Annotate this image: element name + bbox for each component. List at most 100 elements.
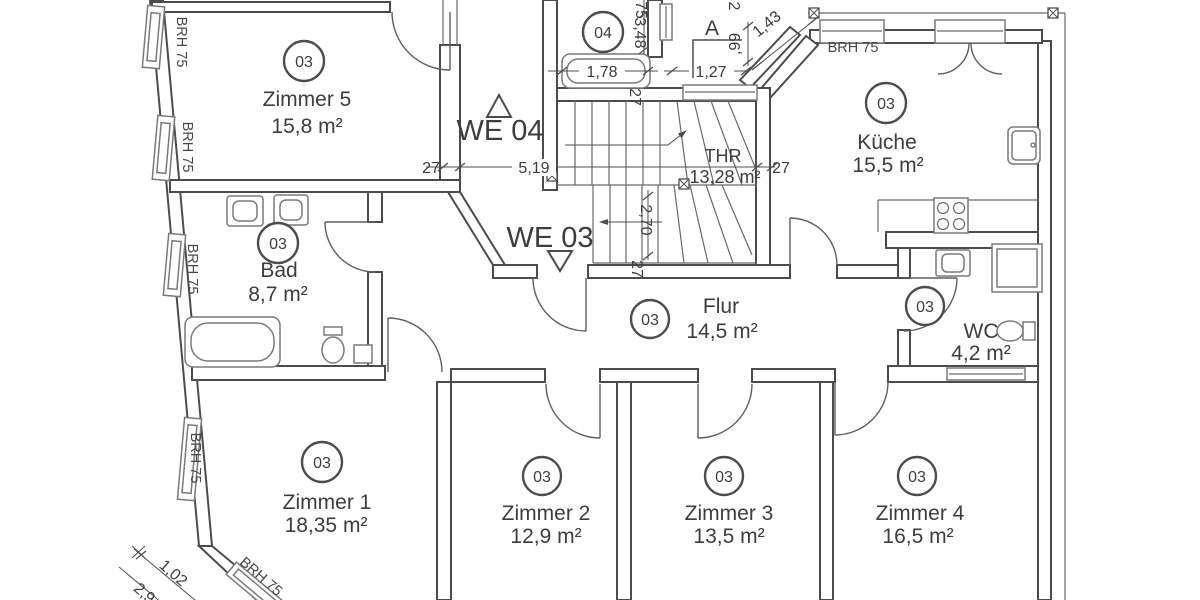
dim-label: 1,78: [586, 64, 617, 81]
stair-treads: [574, 100, 758, 264]
room-label-wc: 03 WC 4,2 m²: [904, 285, 1011, 365]
door-frame-icon: [442, 0, 458, 45]
triangle-down-icon: [546, 250, 574, 273]
room-name: Zimmer 2: [502, 502, 591, 525]
stair-direction-arrow: [565, 130, 687, 146]
room-name: Küche: [857, 131, 917, 154]
dim-label: 1,43: [750, 8, 785, 41]
dim-label: 1,02: [156, 557, 191, 590]
unit-badge: [282, 39, 326, 83]
room-area: 13,5 m²: [693, 525, 764, 548]
wall: [191, 365, 386, 381]
wall: [1037, 40, 1052, 600]
unit-badge: [581, 10, 625, 54]
wall: [492, 264, 538, 279]
room-label-kueche: 03 Küche 15,5 m²: [852, 81, 924, 177]
entrance-door-icon: [682, 84, 758, 101]
unit-badge-number: 03: [908, 469, 926, 486]
door-swing-icon: [391, 11, 451, 71]
wall: [151, 1, 391, 13]
unit-badge-number: 03: [877, 96, 895, 113]
wall: [587, 264, 791, 279]
room-label-we04-bad: 04: [581, 10, 625, 54]
room-name: Zimmer 5: [263, 88, 352, 111]
sill-height-label: BRH 75: [179, 122, 195, 173]
door-swing-icon: [834, 381, 889, 436]
wall: [751, 368, 836, 383]
door-swing-icon: [545, 383, 601, 439]
unit-label: WE 03: [506, 222, 593, 254]
wall: [599, 368, 699, 383]
double-door-swing-icon: [937, 42, 1003, 75]
room-name: Zimmer 4: [876, 502, 965, 525]
sill-height-label: BRH 75: [173, 17, 189, 68]
dim-label: 1,27: [695, 64, 726, 81]
wall: [897, 329, 911, 371]
unit-markers: WE 04 WE 03: [456, 92, 594, 273]
dimensions: 27 5,19 27 75 3,48 1,78 1,27 A ,99 1,43 …: [118, 0, 819, 600]
room-label-zimmer-5: 03 Zimmer 5 15,8 m²: [263, 39, 352, 138]
unit-badge: [896, 455, 938, 497]
section-marker-label: A: [705, 17, 719, 40]
window-icon: [225, 561, 299, 600]
room-name: WC: [964, 320, 999, 343]
unit-badge: [904, 285, 946, 327]
room-area: 14,5 m²: [686, 320, 757, 343]
window-icon: [819, 19, 885, 44]
sill-height-label: BRH 75: [828, 40, 879, 56]
floor-drain-icon: [353, 344, 373, 364]
shower-icon: [991, 243, 1043, 293]
sill-height-label: BRH 75: [187, 433, 203, 484]
dim-label: 2,70: [637, 204, 654, 235]
dim-label: 27: [422, 160, 440, 177]
door-swing-icon: [324, 221, 376, 273]
room-area: 16,5 m²: [882, 525, 953, 548]
unit-badge-number: 03: [715, 469, 733, 486]
survey-marker-icon: [678, 178, 690, 190]
room-label-zimmer-1: 03 Zimmer 1 18,35 m²: [283, 440, 371, 537]
room-area: 4,2 m²: [951, 342, 1011, 365]
fixtures: [184, 53, 1043, 368]
unit-badge: [864, 81, 908, 125]
kitchen-sink-icon: [1007, 126, 1041, 165]
unit-badge-number: 04: [594, 25, 612, 42]
room-labels: 03 Zimmer 5 15,8 m² 03 Bad 8,7 m² 04 03 …: [248, 10, 1011, 548]
unit-badge: [256, 221, 300, 265]
dim-label: 27: [628, 260, 645, 278]
unit-badge-number: 03: [269, 236, 287, 253]
door-swing-icon: [387, 317, 443, 373]
room-name: Zimmer 3: [685, 502, 774, 525]
wall: [542, 0, 558, 191]
window-icon: [659, 3, 673, 41]
survey-marker-icon: [1047, 7, 1059, 19]
window-icon: [176, 416, 203, 502]
unit-badge-number: 03: [533, 469, 551, 486]
wall: [755, 87, 771, 266]
dim-label: 27: [772, 160, 790, 177]
dim-label: 5,19: [518, 160, 549, 177]
room-area: 13,28 m²: [689, 167, 760, 187]
unit-badge: [300, 440, 344, 484]
toilet-icon: [996, 320, 1036, 342]
dim-label: 75: [632, 1, 649, 19]
unit-badge: [703, 455, 745, 497]
wall: [819, 381, 834, 600]
washbasin-icon: [226, 195, 264, 227]
windows: [141, 3, 1026, 600]
survey-marker-icon: [808, 7, 820, 19]
room-label-zimmer-3: 03 Zimmer 3 13,5 m²: [685, 455, 774, 548]
unit-badge-number: 03: [641, 312, 659, 329]
room-label-flur: 03 Flur 14,5 m²: [629, 295, 758, 343]
room-area: 15,5 m²: [852, 154, 923, 177]
wall: [367, 191, 383, 223]
room-label-zimmer-2: 03 Zimmer 2 12,9 m²: [502, 455, 591, 548]
wall: [169, 179, 461, 193]
toilet-icon: [321, 326, 345, 364]
window-icon: [141, 4, 166, 70]
door-swing-icon: [789, 217, 838, 266]
window-icon: [946, 367, 1026, 381]
bathtub-icon: [184, 316, 281, 368]
unit-badge-number: 03: [313, 455, 331, 472]
window-icon: [162, 232, 187, 298]
doors: [324, 0, 1003, 439]
